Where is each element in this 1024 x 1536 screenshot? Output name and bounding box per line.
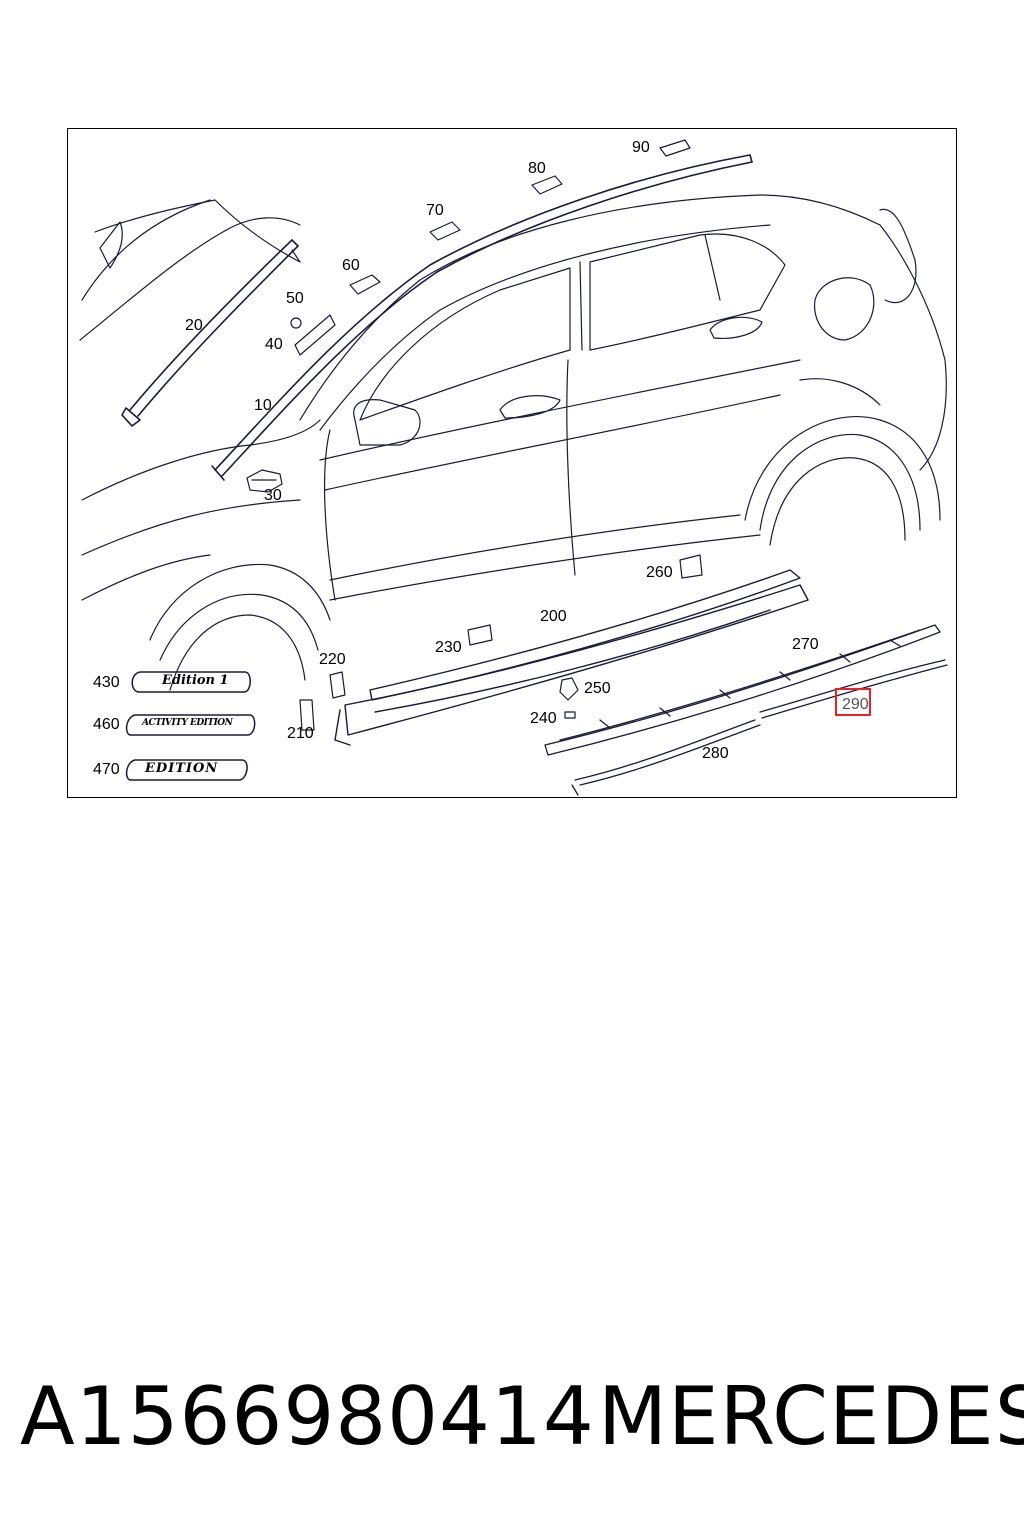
label-280: 280 xyxy=(702,745,729,762)
label-70: 70 xyxy=(426,202,444,219)
highlight-box-290 xyxy=(835,688,871,716)
label-270: 270 xyxy=(792,636,819,653)
brand-name: MERCEDES xyxy=(598,1370,1024,1463)
label-30: 30 xyxy=(264,487,282,504)
label-60: 60 xyxy=(342,257,360,274)
label-430: 430 xyxy=(93,674,120,691)
roof-molding xyxy=(211,154,753,481)
label-250: 250 xyxy=(584,680,611,697)
part-number: A1566980414 xyxy=(20,1370,595,1463)
emblem-activity-edition: ACTIVITY EDITION xyxy=(142,718,233,728)
label-220: 220 xyxy=(319,651,346,668)
label-460: 460 xyxy=(93,716,120,733)
label-230: 230 xyxy=(435,639,462,656)
windshield-strip xyxy=(121,239,299,427)
label-470: 470 xyxy=(93,761,120,778)
fixings xyxy=(299,554,703,731)
caption: A1566980414 MERCEDES xyxy=(20,1370,1024,1463)
label-240: 240 xyxy=(530,710,557,727)
label-50: 50 xyxy=(286,290,304,307)
clip-parts xyxy=(246,139,691,493)
emblem-plates xyxy=(125,671,256,781)
label-80: 80 xyxy=(528,160,546,177)
emblem-edition-1: Edition 1 xyxy=(162,673,229,688)
side-sill xyxy=(334,569,809,746)
diagram-frame xyxy=(67,128,957,798)
label-90: 90 xyxy=(632,139,650,156)
emblem-edition: EDITION xyxy=(145,761,219,776)
label-10: 10 xyxy=(254,397,272,414)
label-260: 260 xyxy=(646,564,673,581)
label-40: 40 xyxy=(265,336,283,353)
car-body-outline xyxy=(79,194,947,691)
lower-trim xyxy=(544,624,948,796)
label-290: 290 xyxy=(842,696,869,713)
label-210: 210 xyxy=(287,725,314,742)
label-20: 20 xyxy=(185,317,203,334)
label-200: 200 xyxy=(540,608,567,625)
